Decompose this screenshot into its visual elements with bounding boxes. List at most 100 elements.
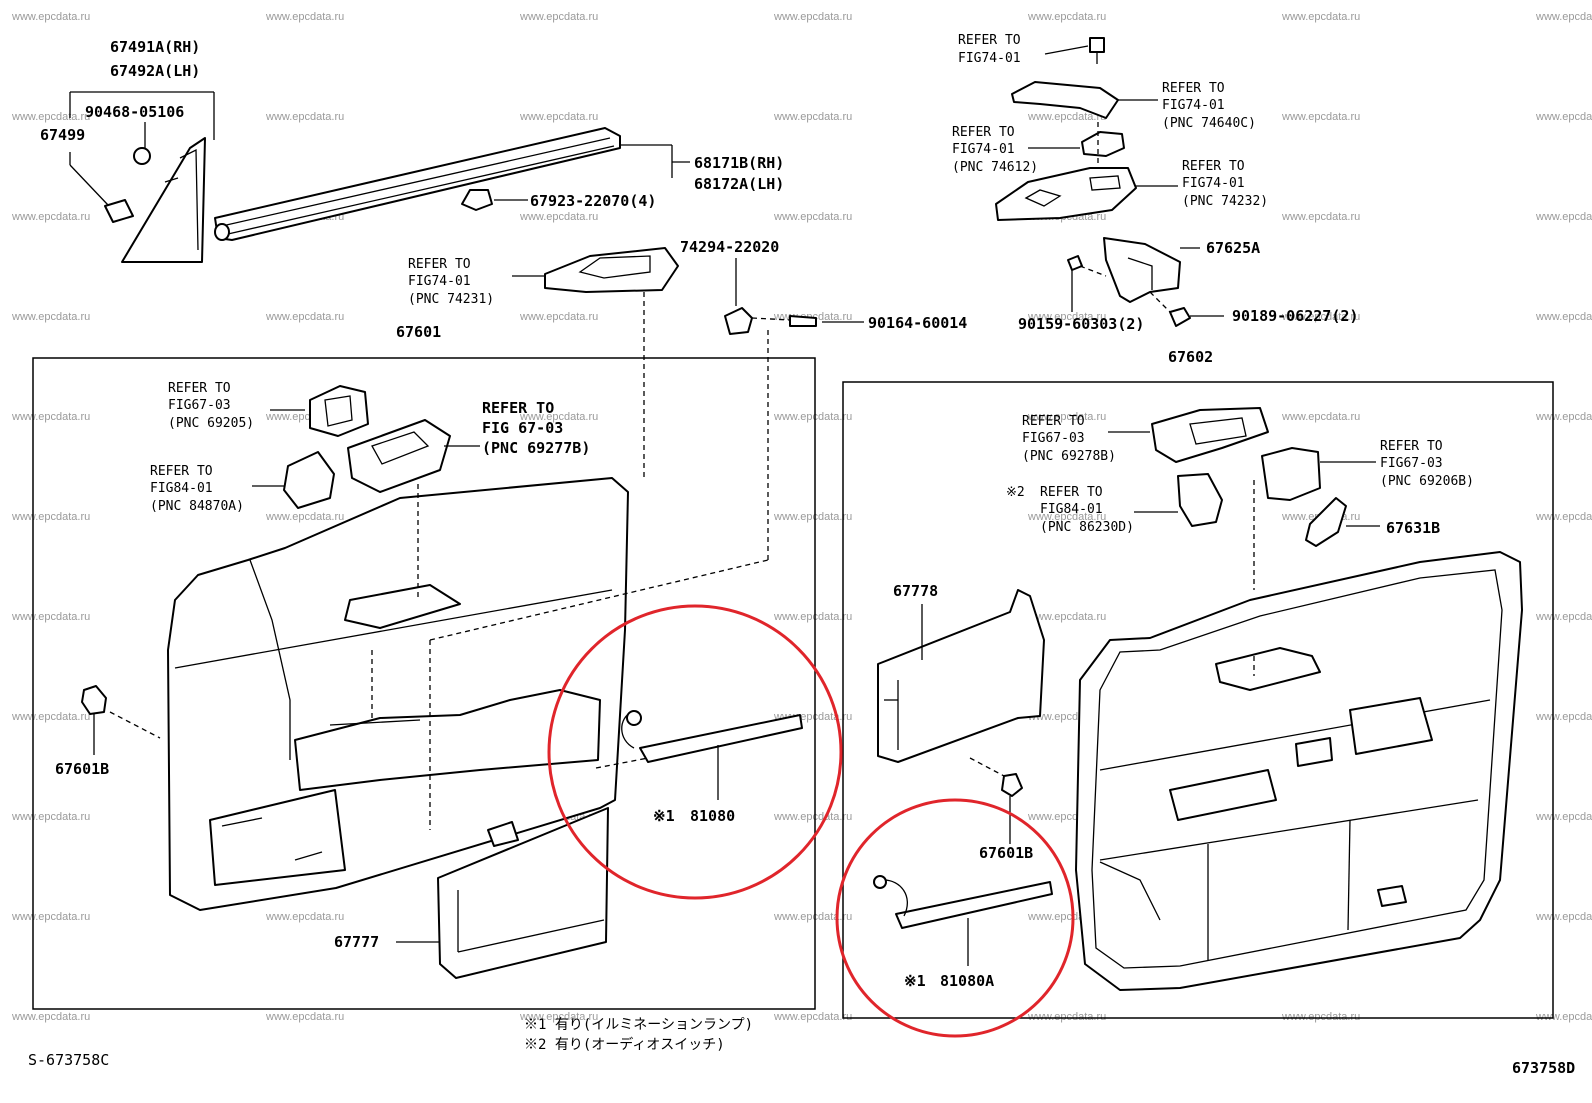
label-67601: 67601 <box>396 323 441 341</box>
watermark-text: www.epcdata.ru <box>1535 411 1592 423</box>
nut-90189-drawing <box>1149 291 1224 327</box>
diagram-code-right: 673758D <box>1512 1059 1575 1077</box>
watermark-text: www.epcdata.ru <box>11 611 90 623</box>
ref-86230d-line1: REFER TO <box>1040 485 1103 500</box>
watermark-text: www.epcdata.ru <box>773 611 852 623</box>
ref-74232-line2: FIG74-01 <box>1182 176 1245 191</box>
watermark-text: www.epcdata.ru <box>519 311 598 323</box>
assist-grip-drawing <box>1011 81 1158 119</box>
watermark-text: www.epcdata.ru <box>519 111 598 123</box>
highlight-circle-81080a <box>835 798 1075 1038</box>
watermark-text: www.epcdata.ru <box>1281 211 1360 223</box>
label-67499: 67499 <box>40 126 85 144</box>
label-74294: 74294-22020 <box>680 238 779 256</box>
watermark-text: www.epcdata.ru <box>1027 611 1106 623</box>
watermark-text: www.epcdata.ru <box>773 811 852 823</box>
watermark-text: www.epcdata.ru <box>1535 911 1592 923</box>
clip-74294-drawing <box>724 258 753 335</box>
watermark-text: www.epcdata.ru <box>11 411 90 423</box>
watermark-text: www.epcdata.ru <box>1281 411 1360 423</box>
watermark-text: www.epcdata.ru <box>1027 111 1106 123</box>
watermark-text: www.epcdata.ru <box>519 1011 598 1023</box>
ref-74640c-line1: REFER TO <box>1162 81 1225 96</box>
watermark-text: www.epcdata.ru <box>11 11 90 23</box>
watermark-text: www.epcdata.ru <box>1027 411 1106 423</box>
watermark-text: www.epcdata.ru <box>1535 1011 1592 1023</box>
watermark-text: www.epcdata.ru <box>1535 11 1592 23</box>
label-67492a: 67492A(LH) <box>110 62 200 80</box>
label-67602: 67602 <box>1168 348 1213 366</box>
ref-69277b-line1: REFER TO <box>482 399 554 417</box>
ref-69278b-line3: (PNC 69278B) <box>1022 449 1116 464</box>
watermark-text: www.epcdata.ru <box>1281 111 1360 123</box>
left-switch-84870a-drawing <box>252 451 335 509</box>
ref-69277b-line3: (PNC 69277B) <box>482 439 590 457</box>
note-mark-81080a: ※1 <box>904 972 926 990</box>
lamp-81080a-drawing <box>873 875 1053 966</box>
watermark-text: www.epcdata.ru <box>1535 511 1592 523</box>
diagram-code-left: S-673758C <box>28 1051 109 1069</box>
watermark-text: www.epcdata.ru <box>1281 11 1360 23</box>
watermark-text: www.epcdata.ru <box>1535 311 1592 323</box>
watermark-text: www.epcdata.ru <box>1535 111 1592 123</box>
ref-74640c-line2: FIG74-01 <box>1162 98 1225 113</box>
right-door-box <box>842 381 1554 1019</box>
screw-90164-drawing <box>751 315 864 560</box>
lamp-81080-drawing <box>621 710 803 800</box>
label-67923: 67923-22070(4) <box>530 192 656 210</box>
screw-90159-drawing <box>1067 255 1107 312</box>
watermark-text: www.epcdata.ru <box>1027 11 1106 23</box>
watermark-text: www.epcdata.ru <box>11 911 90 923</box>
right-handle-bezel-69278b-drawing <box>1108 407 1269 463</box>
watermark-text: www.epcdata.ru <box>1027 311 1106 323</box>
label-67631b: 67631B <box>1386 519 1440 537</box>
ref-74231-line3: (PNC 74231) <box>408 292 494 307</box>
watermark-text: www.epcdata.ru <box>1535 711 1592 723</box>
bracket-67625a-drawing <box>1103 237 1200 303</box>
ref-74612-line1: REFER TO <box>952 125 1015 140</box>
watermark-text: www.epcdata.ru <box>773 111 852 123</box>
watermark-text: www.epcdata.ru <box>11 711 90 723</box>
weatherstrip-drawing <box>214 127 621 241</box>
ref-74612-line3: (PNC 74612) <box>952 160 1038 175</box>
ref-69205-line2: FIG67-03 <box>168 398 231 413</box>
highlight-circle-81080 <box>547 604 843 900</box>
watermark-text: www.epcdata.ru <box>1281 311 1360 323</box>
watermark-text: www.epcdata.ru <box>11 111 90 123</box>
ref-74232-line1: REFER TO <box>1182 159 1245 174</box>
ref-69205-line1: REFER TO <box>168 381 231 396</box>
left-door-box <box>32 357 816 1010</box>
left-door-trim-panel-drawing <box>167 477 629 911</box>
label-90164: 90164-60014 <box>868 314 967 332</box>
ref-69205-line3: (PNC 69205) <box>168 416 254 431</box>
clip-67601b-right-drawing <box>969 757 1023 844</box>
watermark-text: www.epcdata.ru <box>773 911 852 923</box>
footnote-2: ※2 有り(オーディオスイッチ) <box>524 1036 725 1053</box>
ref-7401-top-line2: FIG74-01 <box>958 51 1021 66</box>
watermark-text: www.epcdata.ru <box>11 1011 90 1023</box>
pocket-67777-drawing <box>396 807 609 979</box>
ref-84870a-line1: REFER TO <box>150 464 213 479</box>
watermark-text: www.epcdata.ru <box>11 311 90 323</box>
label-90159: 90159-60303(2) <box>1018 315 1144 333</box>
watermark-text: www.epcdata.ru <box>1535 811 1592 823</box>
label-68171b: 68171B(RH) <box>694 154 784 172</box>
note-mark-86230d: ※2 <box>1006 485 1025 500</box>
watermark-text: www.epcdata.ru <box>11 811 90 823</box>
label-81080: 81080 <box>690 807 735 825</box>
ref-69277b-line2: FIG 67-03 <box>482 419 563 437</box>
label-67491a: 67491A(RH) <box>110 38 200 56</box>
ref-74640c-line3: (PNC 74640C) <box>1162 116 1256 131</box>
ref-74612-line2: FIG74-01 <box>952 142 1015 157</box>
grip-cover-74612-drawing <box>1028 131 1125 157</box>
bracket-67491a <box>69 91 215 206</box>
ref-74231-line2: FIG74-01 <box>408 274 471 289</box>
right-bracket-69206b-drawing <box>1261 447 1376 501</box>
label-67601b-right: 67601B <box>979 844 1033 862</box>
label-67601b-left: 67601B <box>55 760 109 778</box>
label-67625a: 67625A <box>1206 239 1260 257</box>
ref-69206b-line3: (PNC 69206B) <box>1380 474 1474 489</box>
ref-69278b-line1: REFER TO <box>1022 414 1085 429</box>
label-68172a: 68172A(LH) <box>694 175 784 193</box>
